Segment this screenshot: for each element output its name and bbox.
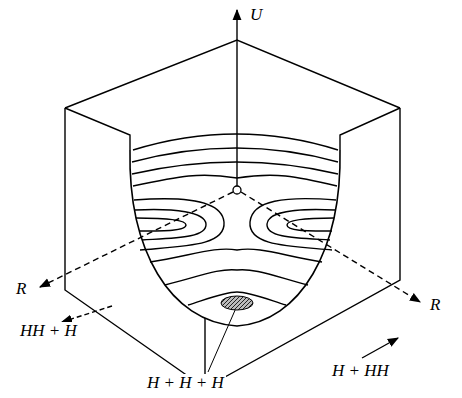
r-axis xyxy=(40,192,233,287)
cut-edge-right xyxy=(340,108,400,150)
axis-label: R xyxy=(14,280,28,299)
axis-label: H + HH xyxy=(330,362,391,381)
contour xyxy=(132,162,338,174)
box-top-edge xyxy=(65,40,400,108)
axis-label: H + H + H xyxy=(145,374,226,393)
contour xyxy=(135,210,206,240)
contour xyxy=(165,270,308,285)
contour xyxy=(132,148,338,162)
surface-section xyxy=(130,150,340,326)
axis-label: U xyxy=(248,6,264,25)
box-outline xyxy=(65,108,400,388)
contour xyxy=(133,175,337,186)
contour xyxy=(150,249,322,262)
saddle-point xyxy=(233,186,241,194)
path-arrow xyxy=(362,338,398,358)
leader-line xyxy=(208,308,236,372)
axis-label: R xyxy=(428,296,442,315)
cut-edge-left xyxy=(65,108,130,150)
contour xyxy=(136,218,186,231)
r-axis xyxy=(241,192,420,302)
contour xyxy=(134,199,224,250)
path-arrow xyxy=(62,306,112,322)
u-axis xyxy=(236,10,237,190)
axis-label: HH + H xyxy=(18,322,79,341)
dissociation-region xyxy=(221,296,253,310)
